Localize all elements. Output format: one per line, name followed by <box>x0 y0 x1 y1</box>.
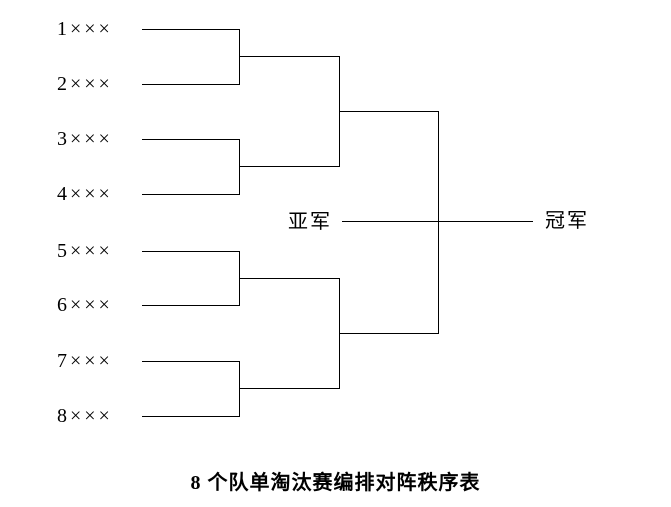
line-round1-team8 <box>142 416 239 417</box>
line-qf-connector-1-2 <box>239 29 240 85</box>
line-qf-connector-3-4 <box>239 139 240 195</box>
team-label-8: 8××× <box>57 405 113 427</box>
line-round1-team5 <box>142 251 239 252</box>
line-sf-winner-top <box>339 111 439 112</box>
line-round1-team7 <box>142 361 239 362</box>
line-round1-team2 <box>142 84 239 85</box>
line-qf-connector-7-8 <box>239 361 240 417</box>
team-label-6: 6××× <box>57 294 113 316</box>
line-final-connector <box>438 111 439 334</box>
line-qf-winner-1 <box>239 56 340 57</box>
runner-up-label: 亚军 <box>288 211 332 233</box>
team-label-2: 2××× <box>57 73 113 95</box>
team-label-5: 5××× <box>57 240 113 262</box>
champion-label: 冠军 <box>545 210 589 232</box>
line-qf-winner-2 <box>239 166 340 167</box>
line-sf-winner-bottom <box>339 333 439 334</box>
line-final-result <box>342 221 533 222</box>
team-label-3: 3××× <box>57 128 113 150</box>
diagram-title: 8 个队单淘汰赛编排对阵秩序表 <box>190 472 481 494</box>
team-label-1: 1××× <box>57 18 113 40</box>
line-qf-winner-4 <box>239 388 340 389</box>
team-label-4: 4××× <box>57 183 113 205</box>
line-qf-winner-3 <box>239 278 340 279</box>
line-round1-team6 <box>142 305 239 306</box>
line-round1-team3 <box>142 139 239 140</box>
line-round1-team4 <box>142 194 239 195</box>
team-label-7: 7××× <box>57 350 113 372</box>
line-round1-team1 <box>142 29 239 30</box>
